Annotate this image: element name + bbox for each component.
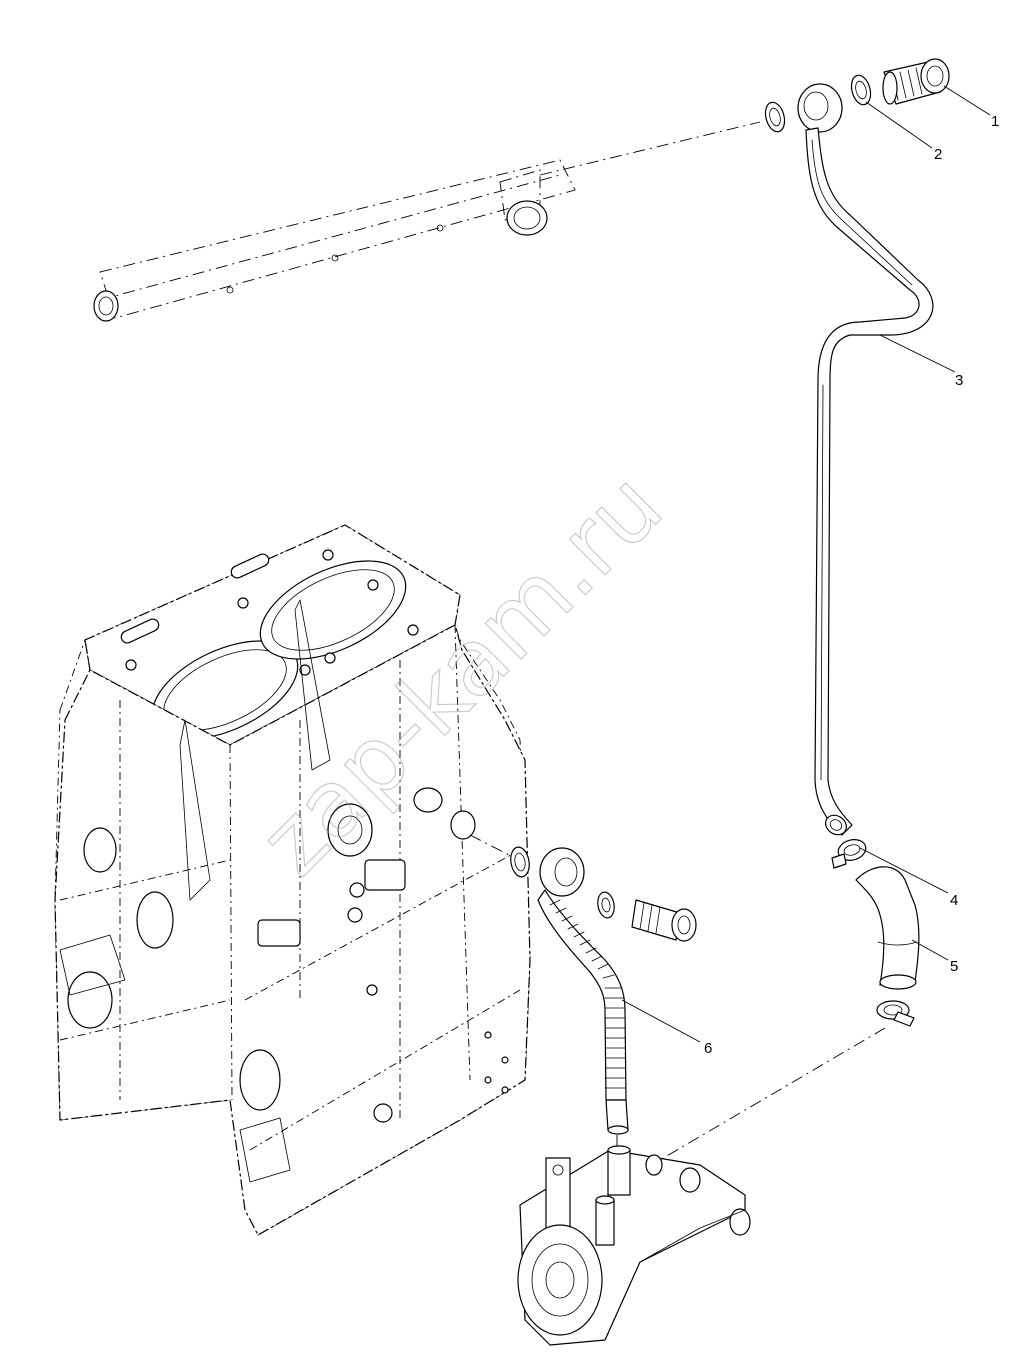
leader-lines (621, 85, 991, 1043)
callout-1: 1 (991, 113, 999, 130)
callout-3: 3 (955, 372, 963, 389)
breather-pipe (797, 83, 934, 836)
callout-5: 5 (950, 958, 958, 975)
callout-2: 2 (934, 146, 942, 163)
callout-4: 4 (950, 892, 958, 909)
sealing-washer-mid-left (510, 846, 530, 878)
rail-assembly (93, 121, 761, 322)
rubber-hose (855, 866, 920, 990)
hose-clamp-upper (831, 839, 867, 869)
engine-block (54, 524, 531, 1236)
drain-hose-assembly (537, 847, 697, 1160)
oil-pan-bracket (517, 1145, 751, 1346)
sealing-washer-top-right (850, 74, 872, 106)
sealing-washer-top-left (764, 101, 786, 133)
hose-clamp-lower (659, 1000, 915, 1161)
banjo-bolt-top (882, 58, 950, 105)
callout-6: 6 (704, 1040, 712, 1057)
